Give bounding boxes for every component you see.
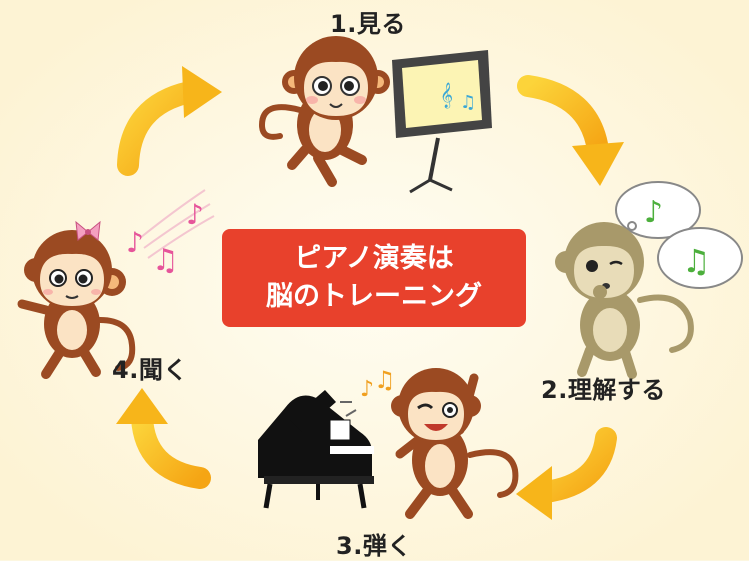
step-label-2: 2.理解する <box>541 376 666 404</box>
svg-text:♫: ♫ <box>152 243 179 278</box>
monkey-playing <box>391 368 519 519</box>
step-label-1: 1.見る <box>330 10 406 38</box>
notes-listening: ♪ ♫ ♪ <box>126 189 215 278</box>
hair-bow-icon <box>75 220 101 241</box>
music-stand-icon: 𝄞 ♫ <box>392 50 492 194</box>
monkey-looking <box>258 36 390 187</box>
svg-text:♫: ♫ <box>682 242 711 280</box>
cycle-arrow-top-left <box>117 66 222 176</box>
svg-text:𝄞: 𝄞 <box>440 82 453 108</box>
center-message-line1: ピアノ演奏は <box>294 243 454 274</box>
notes-piano: ♪ ♫ <box>340 366 396 417</box>
grand-piano-icon <box>258 390 374 509</box>
monkey-thinking <box>555 222 694 379</box>
cycle-arrow-top-right <box>517 75 624 186</box>
center-message-box: ピアノ演奏は 脳のトレーニング <box>222 229 526 327</box>
step-label-3: 3.弾く <box>336 532 412 560</box>
svg-text:♫: ♫ <box>374 366 396 394</box>
svg-text:♪: ♪ <box>644 195 663 230</box>
cycle-arrow-bottom-right <box>516 427 617 520</box>
center-message-line2: 脳のトレーニング <box>266 281 482 312</box>
svg-text:♪: ♪ <box>360 377 374 402</box>
monkey-listening <box>17 220 136 379</box>
thought-bubble-2: ♫ <box>615 221 743 289</box>
svg-text:♪: ♪ <box>126 226 144 259</box>
step-label-4: 4.聞く <box>112 356 188 384</box>
svg-text:♪: ♪ <box>186 198 204 231</box>
svg-text:♫: ♫ <box>460 92 476 113</box>
cycle-arrow-bottom-left <box>116 388 211 489</box>
thought-bubble-1: ♪ <box>615 181 701 239</box>
